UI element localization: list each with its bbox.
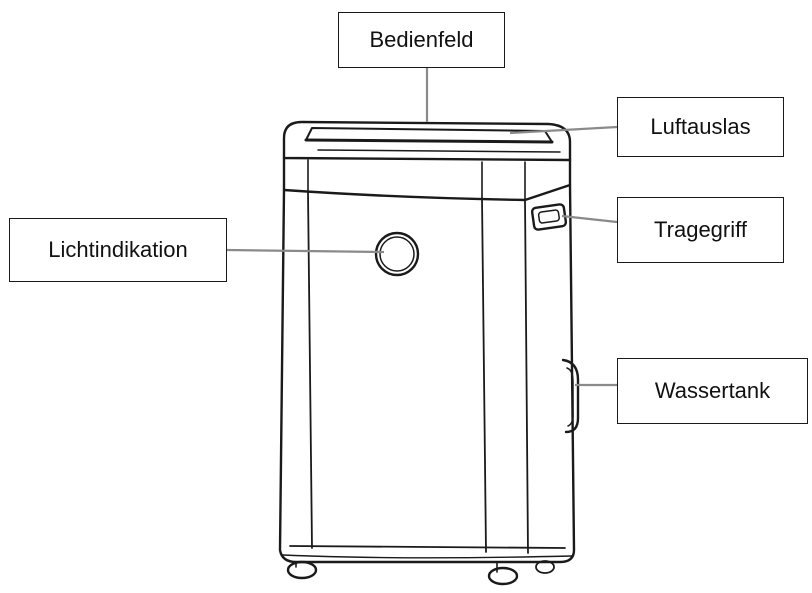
- leader-luftauslas: [509, 125, 618, 135]
- label-lichtindikation: Lichtindikation: [9, 218, 227, 282]
- label-bedienfeld: Bedienfeld: [338, 12, 505, 68]
- label-tragegriff: Tragegriff: [617, 197, 784, 263]
- leader-lichtindikation: [226, 248, 385, 254]
- leader-lines: [226, 68, 618, 387]
- light-indicator-ring: [374, 231, 420, 277]
- label-tragegriff-text: Tragegriff: [654, 217, 747, 242]
- label-luftauslas-text: Luftauslas: [650, 114, 751, 139]
- caster-wheels: [286, 560, 555, 586]
- upper-band: [282, 156, 572, 202]
- label-bedienfeld-text: Bedienfeld: [369, 27, 474, 52]
- side-handle: [530, 203, 568, 231]
- label-lichtindikation-text: Lichtindikation: [48, 237, 188, 262]
- top-lid: [282, 120, 572, 162]
- leader-tragegriff: [561, 214, 618, 224]
- label-luftauslas: Luftauslas: [617, 97, 784, 157]
- label-wassertank-text: Wassertank: [654, 378, 771, 403]
- water-tank-window: [561, 358, 580, 434]
- main-body: [278, 183, 576, 564]
- label-wassertank: Wassertank: [617, 358, 808, 424]
